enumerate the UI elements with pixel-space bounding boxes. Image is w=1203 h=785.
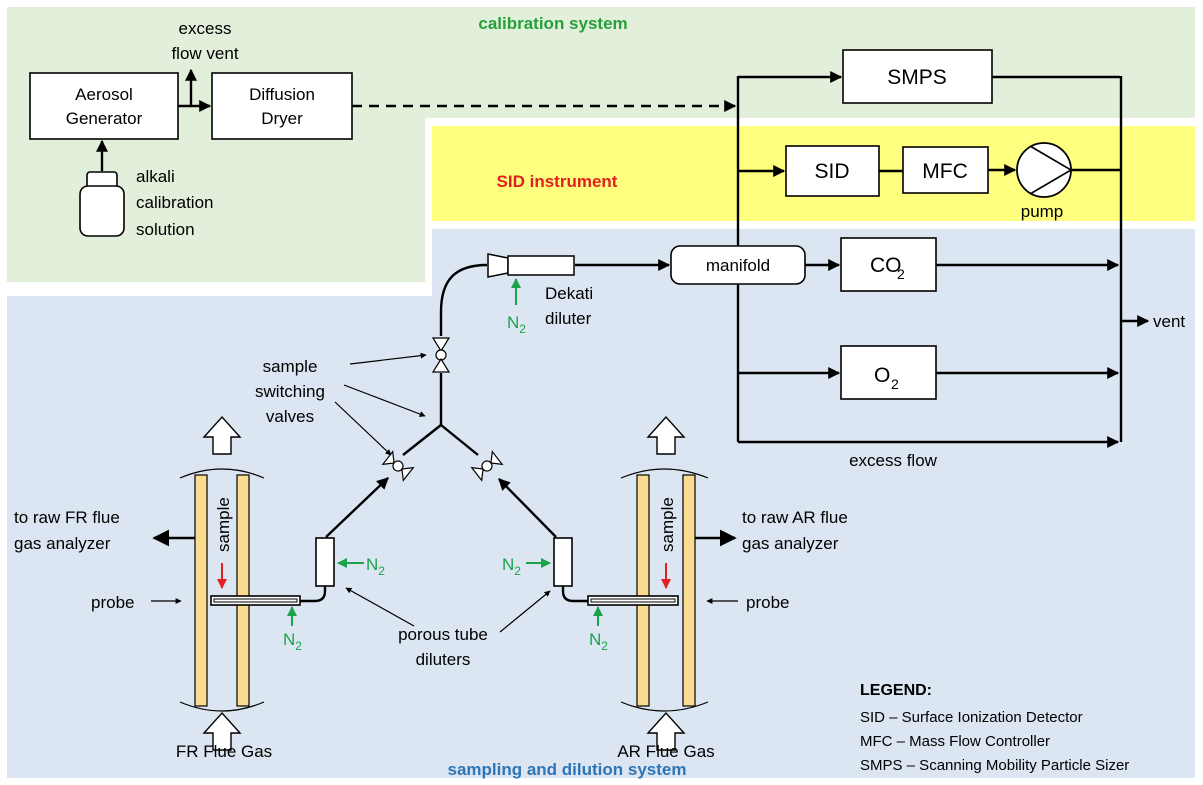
valve-pointer-1 <box>349 352 427 365</box>
svg-text:SMPS: SMPS <box>887 66 947 89</box>
left-diluter-n2-label: N2 <box>366 555 385 578</box>
switching-valves-label-1: sample <box>263 357 318 376</box>
ar-inlet-arrow <box>646 711 686 751</box>
sampling-region <box>7 229 1195 778</box>
junction-right-line <box>440 424 479 456</box>
ar-flue-gas-label: AR Flue Gas <box>617 742 714 761</box>
svg-text:Diffusion: Diffusion <box>249 85 315 104</box>
ar-probe-inner <box>590 598 676 603</box>
upper-valve-icon <box>431 337 451 373</box>
right-valve-icon <box>470 450 504 482</box>
ar-probe-n2-label: N2 <box>589 630 608 653</box>
svg-text:Generator: Generator <box>66 109 143 128</box>
ar-duct <box>620 468 709 712</box>
ar-probe <box>587 595 679 606</box>
fr-flue-gas-label: FR Flue Gas <box>176 742 272 761</box>
left-porous-diluter <box>315 537 335 587</box>
svg-text:manifold: manifold <box>706 256 770 275</box>
o2-analyzer-box: O 2 <box>840 345 937 400</box>
sid-box: SID <box>785 145 880 197</box>
porous-pointer-right <box>499 590 551 633</box>
calibration-system-title: calibration system <box>478 14 627 33</box>
dekati-n2-label: N2 <box>507 313 526 336</box>
svg-text:MFC: MFC <box>922 160 968 183</box>
ar-sample-label: sample <box>658 497 677 552</box>
legend-item-mfc: MFC – Mass Flow Controller <box>860 733 1050 750</box>
left-diluter-to-valve-line <box>325 477 389 538</box>
dekati-label-1: Dekati <box>545 284 593 303</box>
alkali-label-3: solution <box>136 220 195 239</box>
valve-pointer-2 <box>343 384 426 417</box>
aerosol-generator: Aerosol Generator <box>29 72 179 140</box>
svg-text:SID: SID <box>814 160 849 183</box>
fr-probe <box>210 595 301 606</box>
manifold-box: manifold <box>670 245 806 285</box>
fr-outlet-arrow <box>202 415 242 455</box>
svg-text:2: 2 <box>897 266 905 282</box>
porous-tube-label-1: porous tube <box>398 625 488 644</box>
alkali-label-1: alkali <box>136 167 175 186</box>
excess-flow-label: excess flow <box>849 451 938 470</box>
fr-inlet-arrow <box>202 711 242 751</box>
mfc-box: MFC <box>902 146 989 194</box>
svg-text:2: 2 <box>891 376 899 392</box>
sampling-system-title: sampling and dilution system <box>448 760 687 779</box>
fr-analyzer-label-2: gas analyzer <box>14 534 111 553</box>
ar-outlet-arrow <box>646 415 686 455</box>
porous-tube-label-2: diluters <box>416 650 471 669</box>
sid-instrument-title: SID instrument <box>497 172 618 191</box>
svg-text:Aerosol: Aerosol <box>75 85 133 104</box>
legend-title: LEGEND: <box>860 682 932 699</box>
dekati-diluter-icon <box>487 253 575 278</box>
right-diluter-n2-label: N2 <box>502 555 521 578</box>
right-porous-diluter <box>553 537 573 587</box>
alkali-bottle-icon <box>79 171 125 237</box>
pump-label: pump <box>1021 202 1064 221</box>
diffusion-dryer: Diffusion Dryer <box>211 72 353 140</box>
svg-text:CO: CO <box>870 254 902 277</box>
pump-icon <box>1016 142 1073 198</box>
upper-sample-line <box>439 263 488 336</box>
porous-pointer-left <box>345 587 415 627</box>
excess-flow-vent-label: excess <box>179 19 232 38</box>
fr-probe-n2-label: N2 <box>283 630 302 653</box>
junction-left-line <box>402 424 442 456</box>
svg-text:O: O <box>874 364 890 387</box>
fr-probe-label: probe <box>91 593 134 612</box>
dekati-label-2: diluter <box>545 309 592 328</box>
ar-analyzer-label-2: gas analyzer <box>742 534 839 553</box>
fr-sample-label: sample <box>214 497 233 552</box>
right-diluter-to-valve-line <box>498 478 557 538</box>
svg-text:Dryer: Dryer <box>261 109 303 128</box>
left-probe-line <box>300 586 327 603</box>
fr-probe-inner <box>213 598 298 603</box>
legend-item-sid: SID – Surface Ionization Detector <box>860 709 1083 726</box>
vent-label: vent <box>1153 312 1185 331</box>
alkali-label-2: calibration <box>136 193 214 212</box>
switching-valves-label-2: switching <box>255 382 325 401</box>
fr-analyzer-label-1: to raw FR flue <box>14 508 120 527</box>
right-probe-line <box>561 586 588 603</box>
fr-duct <box>179 468 265 712</box>
co2-analyzer-box: CO 2 <box>840 237 937 292</box>
smps-box: SMPS <box>842 49 993 104</box>
excess-flow-vent-label-2: flow vent <box>171 44 238 63</box>
legend-item-smps: SMPS – Scanning Mobility Particle Sizer <box>860 757 1129 774</box>
ar-analyzer-label-1: to raw AR flue <box>742 508 848 527</box>
valve-pointer-3 <box>334 401 392 456</box>
switching-valves-label-3: valves <box>266 407 314 426</box>
ar-probe-label: probe <box>746 593 789 612</box>
